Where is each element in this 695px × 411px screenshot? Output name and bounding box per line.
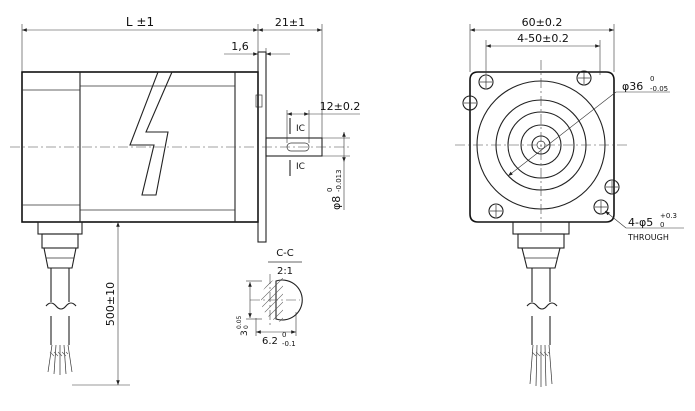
shaft-length-dim-label: 21±1 (275, 16, 305, 29)
flat-depth-tol-upper: 0.05 (236, 315, 243, 329)
pilot-tol-upper: 0 (650, 75, 654, 83)
cable-len-dim-label: 500±10 (104, 282, 117, 326)
flat-depth-label-group: 3 0.05 0 (236, 315, 250, 336)
pilot-dim-label: φ36 (622, 80, 643, 93)
flat-depth-label: 3 (240, 330, 250, 336)
mount-hole-br (593, 199, 609, 215)
hole-tol-lower: 0 (660, 221, 664, 229)
shaft-dia-tol-lower: -0.013 (335, 169, 343, 192)
section-title: C-C (276, 248, 294, 259)
mount-hole-ml (462, 95, 478, 111)
shaft-dia-label-group: φ8 0 -0.013 (326, 169, 343, 210)
flat-width-tol-upper: 0 (282, 331, 286, 339)
front-cable-break (526, 302, 558, 310)
flange-boss (255, 94, 263, 108)
section-scale: 2:1 (277, 266, 293, 277)
front-gland-nut (517, 233, 565, 249)
shaft-dia-label: φ8 (330, 196, 343, 210)
section-marker-top: IC (296, 124, 305, 134)
hole-leader (604, 210, 627, 229)
flat-width-label: 6.2 (262, 336, 278, 347)
flat-depth-tol-lower: 0 (243, 325, 250, 329)
hole-callout-label: 4-φ5 (628, 216, 653, 229)
through-label: THROUGH (627, 233, 669, 242)
front-wire-leads (529, 344, 553, 387)
pilot-leader (507, 91, 617, 177)
wire-leads (47, 344, 73, 375)
length-dim-label: L ±1 (126, 15, 154, 29)
front-view: 60±0.2 4-50±0.2 φ36 0 -0.05 4-φ5 +0.3 0 … (455, 16, 684, 387)
cable-break-wave (45, 302, 77, 310)
flat-width-tol-lower: -0.1 (282, 340, 296, 348)
side-view: IC IC L ±1 21±1 (10, 15, 361, 386)
section-marker-bottom: IC (296, 162, 305, 172)
break-symbol (129, 71, 173, 196)
flange-thick-dim-label: 1,6 (231, 40, 249, 53)
spacing-dim-label: 4-50±0.2 (517, 32, 569, 45)
mount-hole-tl (478, 74, 494, 90)
cable-gland-nut (41, 233, 79, 249)
hole-tol-upper: +0.3 (660, 212, 677, 220)
cable-gland-base (37, 221, 83, 235)
pilot-tol-lower: -0.05 (650, 85, 668, 93)
width-dim-label: 60±0.2 (522, 16, 563, 29)
flange-square (469, 71, 615, 223)
key-dim-label: 12±0.2 (320, 100, 361, 113)
mount-hole-tr (576, 70, 592, 86)
mount-hole-bl (488, 203, 504, 219)
mount-hole-mr (604, 179, 620, 195)
shaft-section-shape (275, 279, 303, 321)
section-view: C-C 2:1 3 0.05 0 6.2 0 -0.1 (236, 248, 303, 348)
shaft-dia-tol-upper: 0 (326, 188, 334, 192)
